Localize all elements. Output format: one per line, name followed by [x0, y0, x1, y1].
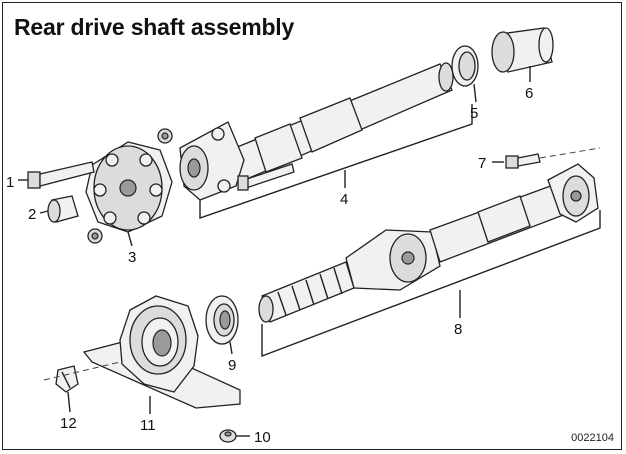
callout-leader-2	[39, 210, 49, 214]
axis-line-lower	[43, 361, 121, 381]
callout-leader-3	[127, 231, 133, 247]
callout-12: 12	[60, 415, 77, 432]
diagram-title: Rear drive shaft assembly	[14, 14, 295, 40]
callout-9: 9	[228, 357, 236, 374]
rear-shaft-section	[258, 163, 599, 323]
callout-6: 6	[525, 85, 533, 102]
front-shaft-section	[179, 62, 454, 201]
bearing-part-9	[205, 295, 239, 345]
bolt-part-7	[505, 153, 541, 169]
bolt-part-1	[27, 161, 95, 189]
nut-part-10	[219, 429, 237, 443]
callout-leader-5	[473, 83, 477, 103]
nut-upper	[157, 128, 173, 144]
center-ring-part-5	[451, 45, 479, 87]
callout-4: 4	[340, 191, 348, 208]
callout-leader-12	[67, 391, 71, 413]
callout-10: 10	[254, 429, 271, 446]
axis-line-upper	[539, 147, 601, 159]
callout-7: 7	[478, 155, 486, 172]
sleeve-part-6	[491, 27, 554, 73]
callout-11: 11	[140, 417, 156, 434]
callout-5: 5	[470, 105, 478, 122]
callout-8: 8	[454, 321, 462, 338]
callout-leader-9	[229, 341, 233, 355]
diagram-code: 0022104	[571, 432, 614, 444]
flex-disc-part-3	[85, 141, 173, 233]
callout-1: 1	[6, 174, 14, 191]
bushing-part-2	[47, 195, 79, 223]
callout-2: 2	[28, 206, 36, 223]
center-support-part-11	[82, 295, 241, 409]
callout-3: 3	[128, 249, 136, 266]
callout-bracket-8	[261, 210, 601, 358]
nut-lower	[87, 228, 103, 244]
callout-bracket-4	[199, 104, 473, 219]
clip-part-12	[55, 365, 79, 393]
